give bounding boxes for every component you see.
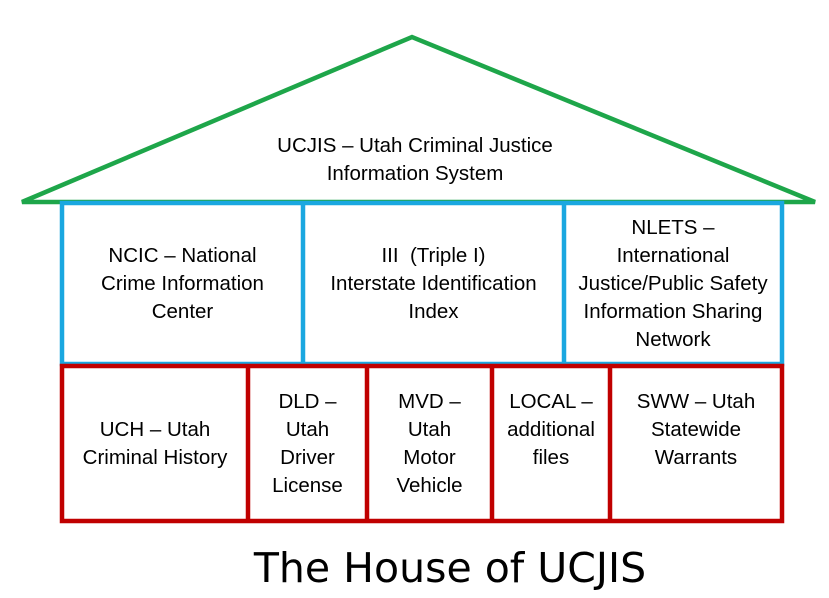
cell-line: NCIC – National (108, 243, 257, 267)
cell-line: International (616, 243, 730, 267)
cell-line: Information Sharing (583, 299, 763, 323)
cell-line: III (Triple I) (381, 243, 486, 267)
middle-cell-iii: III (Triple I) Interstate Identification… (305, 205, 562, 362)
bottom-cell-local: LOCAL – additional files (494, 368, 608, 519)
cell-line: Warrants (654, 445, 738, 469)
bottom-cell-uch: UCH – Utah Criminal History (64, 368, 246, 519)
cell-line: Network (635, 327, 711, 351)
cell-line: Utah (285, 417, 330, 441)
cell-line: Motor (403, 445, 456, 469)
middle-cell-ncic: NCIC – National Crime Information Center (64, 205, 301, 362)
cell-line: additional (507, 417, 595, 441)
bottom-tier (59, 363, 785, 524)
cell-line: LOCAL – (509, 389, 593, 413)
cell-line: Driver (280, 445, 335, 469)
diagram-title: The House of UCJIS (253, 544, 647, 592)
bottom-tier-frame (59, 363, 785, 524)
cell-line: Statewide (650, 417, 742, 441)
cell-line: Criminal History (82, 445, 228, 469)
roof-label-line: Information System (326, 162, 504, 185)
cell-line: Utah (407, 417, 452, 441)
bottom-cell-sww: SWW – Utah Statewide Warrants (612, 368, 780, 519)
bottom-cell-mvd: MVD – Utah Motor Vehicle (369, 368, 490, 519)
cell-line: NLETS – (631, 215, 715, 239)
cell-line: UCH – Utah (99, 417, 211, 441)
middle-cell-nlets: NLETS – International Justice/Public Saf… (566, 205, 780, 362)
cell-line: files (532, 445, 570, 469)
cell-line: Center (151, 299, 214, 323)
cell-line: Interstate Identification (330, 271, 537, 295)
cell-line: Crime Information (101, 271, 264, 295)
cell-line: MVD – (398, 389, 461, 413)
cell-line: DLD – (278, 389, 337, 413)
bottom-cell-dld: DLD – Utah Driver License (250, 368, 365, 519)
roof-label-ucjis: UCJIS – Utah Criminal Justice Informatio… (180, 132, 650, 188)
roof-label-line: UCJIS – Utah Criminal Justice (277, 134, 553, 157)
cell-line: Justice/Public Safety (578, 271, 768, 295)
cell-line: Vehicle (396, 473, 463, 497)
cell-line: SWW – Utah (636, 389, 756, 413)
cell-line: License (272, 473, 343, 497)
cell-line: Index (408, 299, 459, 323)
